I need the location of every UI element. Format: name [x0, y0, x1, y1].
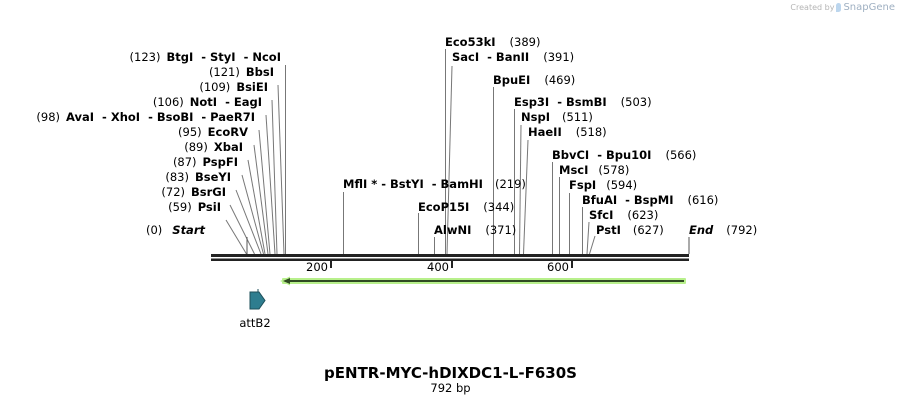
site-label[interactable]: (95)EcoRV — [178, 125, 248, 139]
end-label: End(792) — [689, 223, 757, 237]
site-label[interactable]: (106)NotI - EagI — [153, 95, 262, 109]
site-label[interactable]: (87)PspFI — [173, 155, 238, 169]
site-label[interactable]: AlwNI(371) — [434, 223, 516, 237]
right-site-labels: Eco53kI(389) SacI - BanII(391) BpuEI(469… — [445, 35, 757, 237]
site-label[interactable]: PstI(627) — [596, 223, 664, 237]
leader-lines — [225, 49, 690, 255]
tick-400-label: 400 — [427, 260, 449, 274]
start-label: (0)Start — [146, 223, 206, 237]
site-label[interactable]: BpuEI(469) — [493, 73, 575, 87]
tick-200-label: 200 — [306, 260, 328, 274]
site-label[interactable]: EcoP15I(344) — [418, 200, 514, 214]
attB2-label: attB2 — [239, 316, 270, 330]
ruler-ticks — [330, 261, 573, 268]
construct-title: pENTR-MYC-hDIXDC1-L-F630S — [324, 364, 577, 382]
site-label[interactable]: MflI * - BstYI - BamHI(219) — [343, 177, 526, 191]
site-label[interactable]: NspI(511) — [521, 110, 593, 124]
attB2-feature[interactable] — [249, 289, 266, 310]
construct-length: 792 bp — [430, 381, 471, 395]
sequence-backbone-top — [211, 254, 689, 257]
ruler-labels: 200 400 600 — [306, 260, 569, 274]
site-label[interactable]: (121)BbsI — [209, 65, 274, 79]
site-label[interactable]: Esp3I - BsmBI(503) — [514, 95, 652, 109]
site-label[interactable]: MscI(578) — [559, 163, 629, 177]
site-label[interactable]: (59)PsiI — [168, 200, 221, 214]
site-label[interactable]: Eco53kI(389) — [445, 35, 540, 49]
site-label[interactable]: (72)BsrGI — [161, 185, 226, 199]
site-label[interactable]: (98)AvaI - XhoI - BsoBI - PaeR7I — [36, 110, 255, 124]
sequence-map: 200 400 600 attB2 (123)BtgI - StyI - Nco… — [36, 35, 757, 330]
site-label[interactable]: SfcI(623) — [589, 208, 658, 222]
site-label[interactable]: FspI(594) — [569, 178, 637, 192]
site-label[interactable]: BfuAI - BspMI(616) — [582, 193, 718, 207]
site-label[interactable]: (83)BseYI — [165, 170, 231, 184]
snapgene-app-name: SnapGene — [843, 2, 895, 13]
tick-600-label: 600 — [547, 260, 569, 274]
site-label[interactable]: HaeII(518) — [528, 125, 607, 139]
site-label[interactable]: (109)BsiEI — [199, 80, 268, 94]
sequence-backbone-bottom — [211, 258, 689, 261]
created-by-label: Created by — [790, 3, 835, 12]
left-site-labels: (123)BtgI - StyI - NcoI (121)BbsI (109)B… — [36, 50, 281, 237]
middle-site-labels: MflI * - BstYI - BamHI(219) EcoP15I(344)… — [343, 177, 526, 237]
orf-feature-arrow[interactable] — [280, 276, 686, 286]
site-label[interactable]: BbvCI - Bpu10I(566) — [552, 148, 696, 162]
site-label[interactable]: (123)BtgI - StyI - NcoI — [130, 50, 281, 64]
snapgene-branding: Created by SnapGene — [790, 2, 895, 13]
snapgene-logo-icon — [836, 3, 842, 12]
site-label[interactable]: SacI - BanII(391) — [452, 50, 574, 64]
site-label[interactable]: (89)XbaI — [184, 140, 243, 154]
